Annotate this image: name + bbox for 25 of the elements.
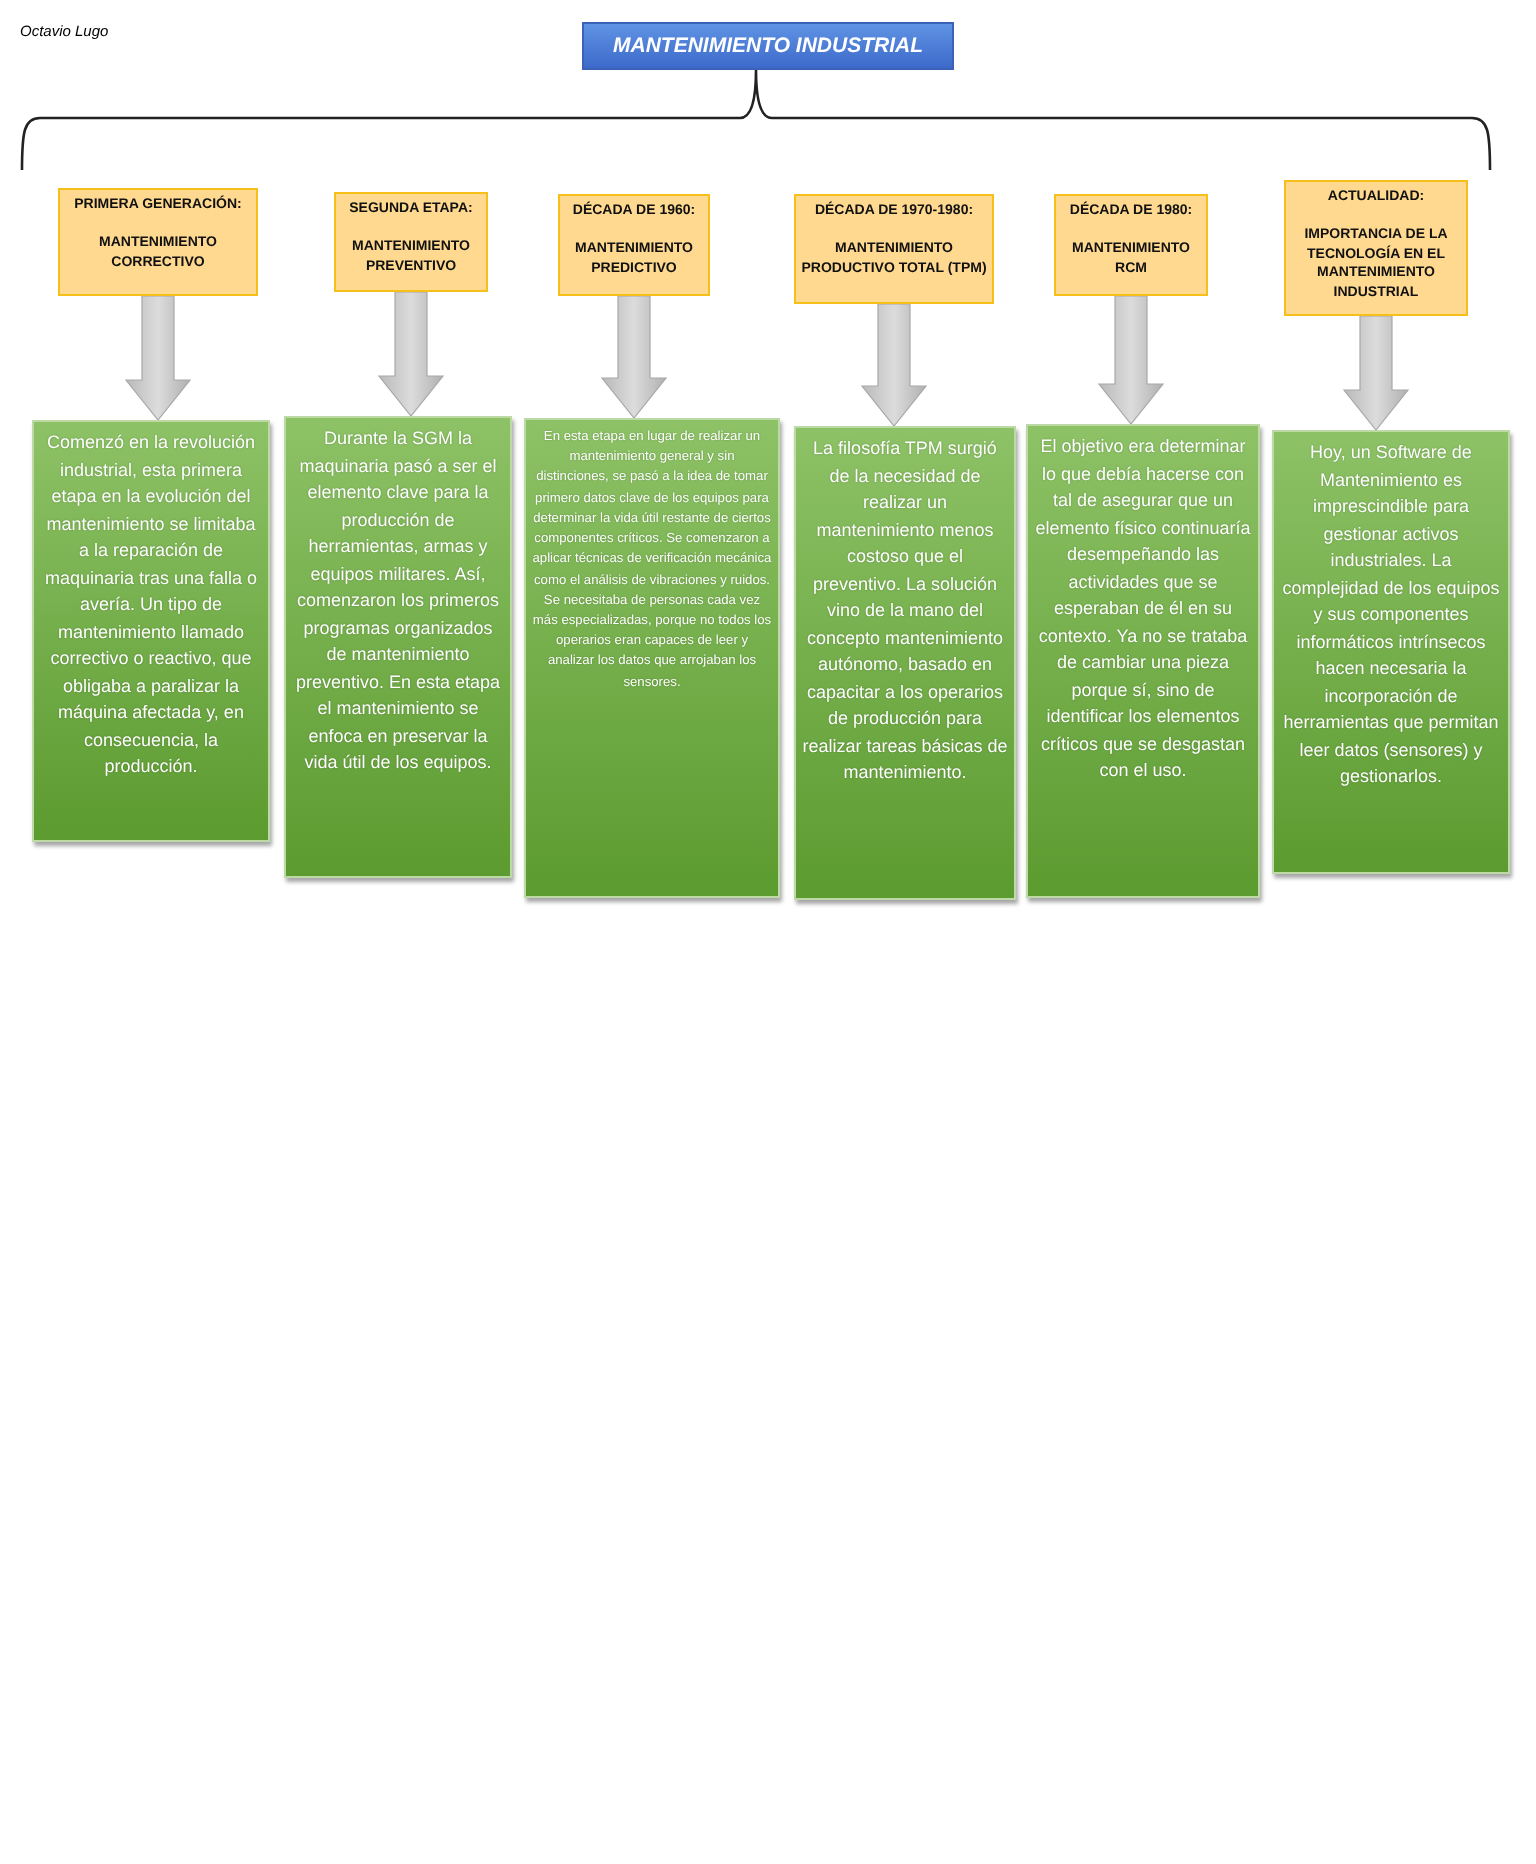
block-arrow [124, 295, 192, 421]
stage-header-box [794, 194, 994, 304]
block-arrow [1097, 295, 1165, 425]
description-text: Hoy, un Software de Mantenimiento es imprescindible para gestionar activos industriales. La complejidad de los equipos y sus componentes informáticos intrínsecos hacen necesaria la incorporación de herramientas que permitan leer datos (sensores) y gestionarlos. [1280, 440, 1502, 790]
stage-header-box [558, 194, 710, 296]
description-box [1272, 430, 1510, 874]
block-arrow [860, 303, 928, 427]
block-arrow [600, 295, 668, 419]
description-text: Comenzó en la revolución industrial, esta primera etapa en la evolución del mantenimiento se limitaba a la reparación de maquinaria tras una falla o avería. Un tipo de mantenimiento llamado correctivo o reactivo, que obligaba a paralizar la máquina afectada y, en consecuencia, la producción. [42, 430, 260, 780]
stage-header-box [58, 188, 258, 296]
description-text: El objetivo era determinar lo que debía hacerse con tal de asegurar que un elemento físico continuaría desempeñando las actividades que se esperaban de él en su contexto. Ya no se trataba de cambiar una pieza porque sí, sino de identificar los elementos críticos que se desgastan con el uso. [1034, 434, 1252, 784]
description-text: La filosofía TPM surgió de la necesidad de realizar un mantenimiento menos costoso que el preventivo. La solución vino de la mano del concepto mantenimiento autónomo, basado en capacitar a los operarios de producción para realizar tareas básicas de mantenimiento. [802, 436, 1008, 786]
description-box [1026, 424, 1260, 898]
title-box [582, 22, 954, 70]
stage-header-box [1284, 180, 1468, 316]
stage-header-box [334, 192, 488, 292]
title-text: MANTENIMIENTO INDUSTRIAL [613, 34, 923, 58]
block-arrow [377, 291, 445, 417]
description-box [524, 418, 780, 898]
stage-header-box [1054, 194, 1208, 296]
block-arrow [1342, 315, 1410, 431]
description-text: Durante la SGM la maquinaria pasó a ser el elemento clave para la producción de herramientas, armas y equipos militares. Así, comenzaron los primeros programas organizados de mantenimiento preventivo. En esta etapa el mantenimiento se enfoca en preservar la vida útil de los equipos. [293, 426, 503, 776]
description-box [32, 420, 270, 842]
description-box [284, 416, 512, 878]
description-box [794, 426, 1016, 900]
